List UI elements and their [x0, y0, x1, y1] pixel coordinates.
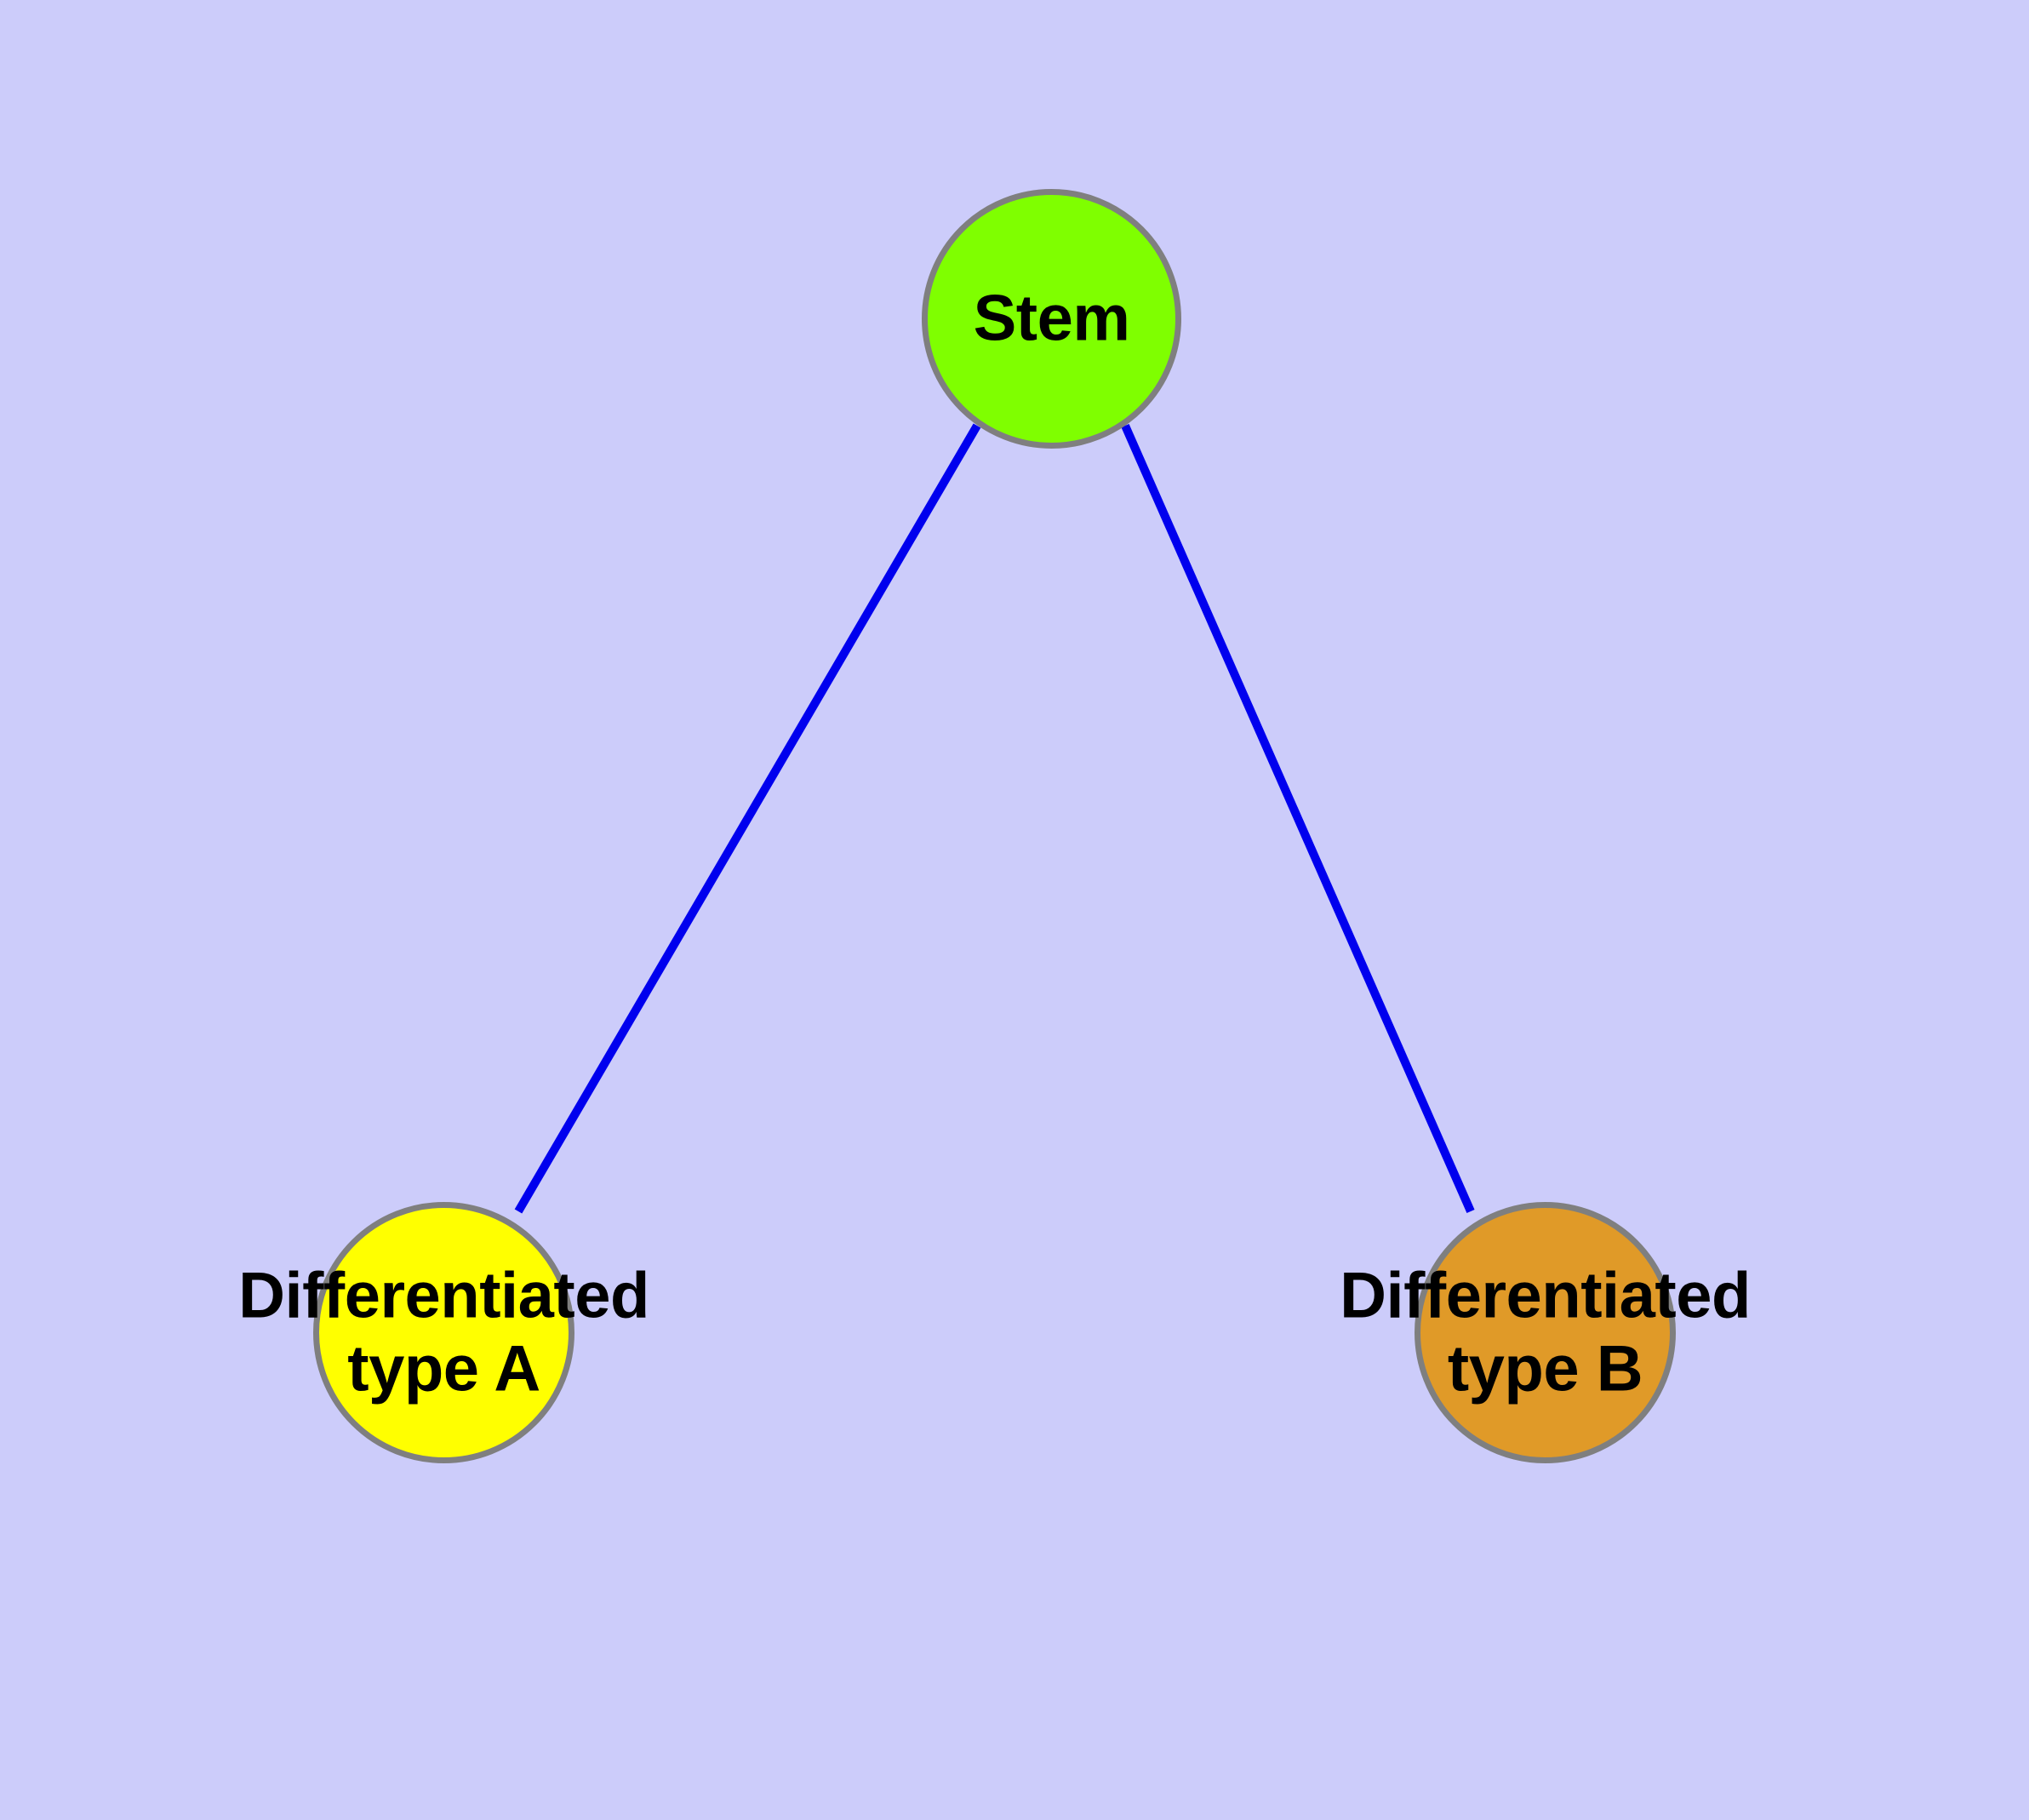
node-differentiated-type-b[interactable]: Differentiated type B — [1340, 1202, 1751, 1463]
node-stem-label: Stem — [973, 282, 1130, 355]
edge-stem-to-diff-b — [1121, 423, 1475, 1214]
node-differentiated-type-a[interactable]: Differentiated type A — [238, 1202, 649, 1463]
edge-stem-to-diff-a — [514, 423, 981, 1214]
node-stem[interactable]: Stem — [922, 189, 1181, 449]
